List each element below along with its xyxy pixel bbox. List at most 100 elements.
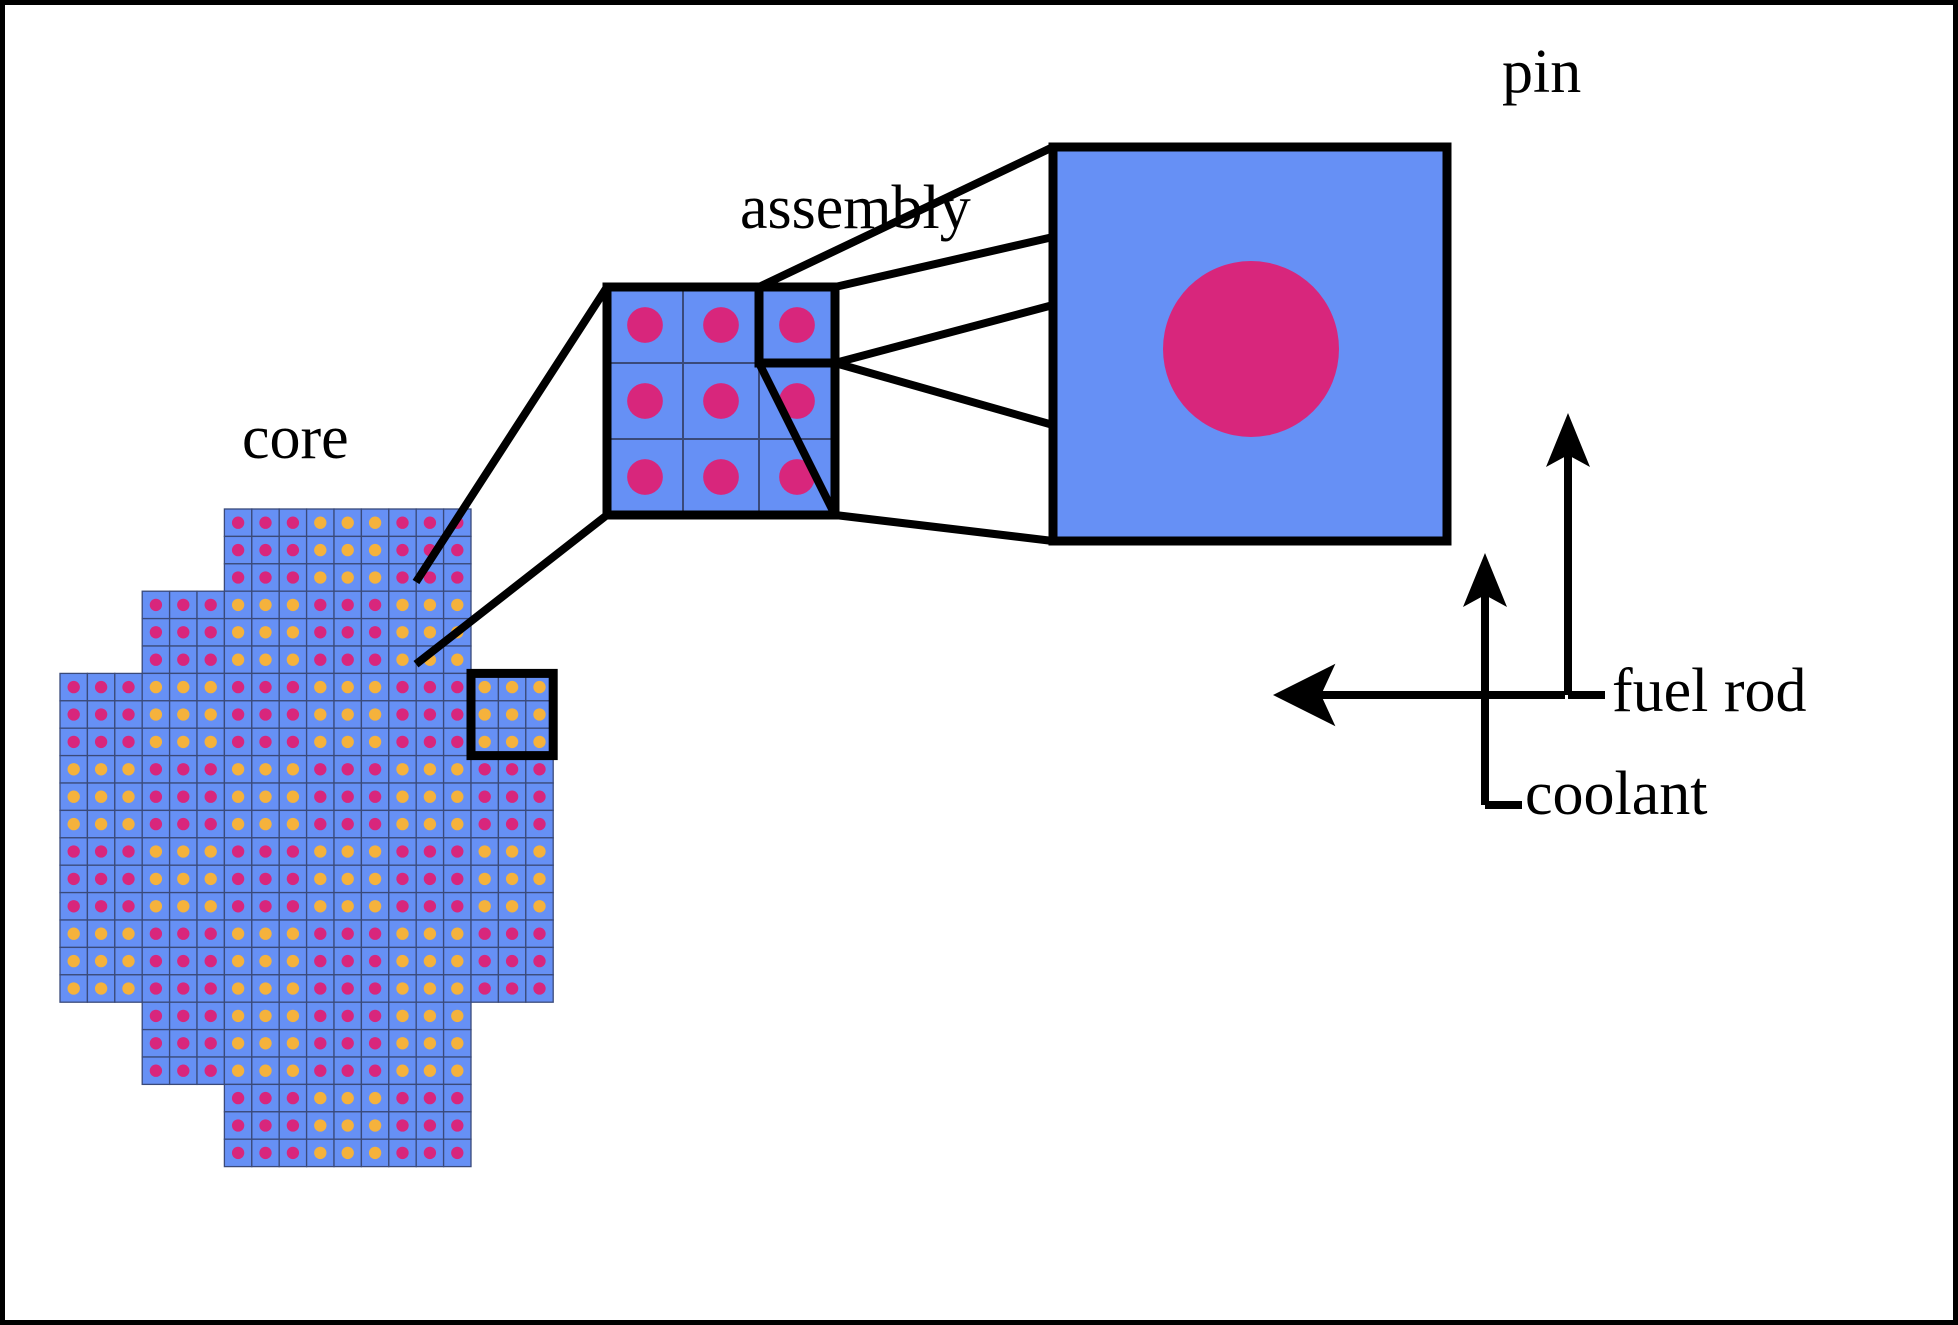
core-fuel-rod-dot xyxy=(94,735,108,749)
core-fuel-rod-dot xyxy=(177,845,190,858)
core-fuel-rod-dot xyxy=(286,543,300,557)
core-fuel-rod-dot xyxy=(423,708,437,721)
core-fuel-rod-dot xyxy=(231,982,245,995)
core-pin-cell xyxy=(114,891,143,921)
core-fuel-rod-dot xyxy=(368,845,382,858)
assembly-fuel-rod-dot xyxy=(627,459,663,495)
core-fuel-rod-dot xyxy=(505,954,519,968)
core-fuel-rod-dot xyxy=(231,763,245,776)
assembly-fuel-rod-dot xyxy=(703,459,739,495)
core-fuel-rod-dot xyxy=(451,1064,464,1077)
core-fuel-rod-dot xyxy=(231,790,245,803)
core-fuel-rod-dot xyxy=(341,1146,354,1160)
core-fuel-rod-dot xyxy=(149,872,163,886)
core-fuel-rod-dot xyxy=(451,927,464,940)
core-fuel-rod-dot xyxy=(341,817,354,831)
core-fuel-rod-dot xyxy=(149,790,163,803)
core-fuel-rod-dot xyxy=(94,845,108,858)
core-fuel-rod-dot xyxy=(177,790,190,803)
core-fuel-rod-dot xyxy=(505,845,519,858)
core-fuel-rod-dot xyxy=(533,735,546,749)
assembly-highlighted-pin-box[interactable] xyxy=(754,282,840,368)
core-fuel-rod-dot xyxy=(533,680,546,694)
core-fuel-rod-dot xyxy=(368,571,382,584)
core-fuel-rod-dot xyxy=(259,516,272,529)
core-fuel-rod-dot xyxy=(314,1037,327,1050)
core-fuel-rod-dot xyxy=(341,598,354,612)
core-fuel-rod-dot xyxy=(149,1064,163,1077)
coolant-leader-line xyxy=(1481,575,1522,809)
core-fuel-rod-dot xyxy=(259,1091,272,1105)
core-fuel-rod-dot xyxy=(286,763,300,776)
core-fuel-rod-dot xyxy=(341,1064,354,1077)
core-fuel-rod-dot xyxy=(94,872,108,886)
core-fuel-rod-dot xyxy=(231,817,245,831)
core-fuel-rod-dot xyxy=(451,680,464,694)
core-fuel-rod-dot xyxy=(478,954,491,968)
core-fuel-rod-dot xyxy=(314,1119,327,1132)
core-fuel-rod-dot xyxy=(286,653,300,666)
core-fuel-rod-dot xyxy=(204,680,217,694)
core-fuel-rod-dot xyxy=(204,817,217,831)
core-fuel-rod-dot xyxy=(505,927,519,940)
core-fuel-rod-dot xyxy=(533,900,546,913)
core-fuel-rod-dot xyxy=(341,571,354,584)
core-fuel-rod-dot xyxy=(451,1146,464,1160)
core-fuel-rod-dot xyxy=(368,790,382,803)
core-fuel-rod-dot xyxy=(451,1091,464,1105)
core-fuel-rod-dot xyxy=(451,763,464,776)
core-fuel-rod-dot xyxy=(231,598,245,612)
core-fuel-rod-dot xyxy=(396,653,409,666)
core-fuel-rod-dot xyxy=(259,1064,272,1077)
core-fuel-rod-dot xyxy=(94,982,108,995)
core-fuel-rod-dot xyxy=(259,927,272,940)
core-fuel-rod-dot xyxy=(286,598,300,612)
core-fuel-rod-dot xyxy=(451,708,464,721)
core-fuel-rod-dot xyxy=(122,872,135,886)
core-pin-cell xyxy=(251,727,280,757)
core-fuel-rod-dot xyxy=(533,872,546,886)
core-fuel-rod-dot xyxy=(341,790,354,803)
core-fuel-rod-dot xyxy=(314,653,327,666)
core-fuel-rod-dot xyxy=(423,571,437,584)
core-fuel-rod-dot xyxy=(286,680,300,694)
core-fuel-rod-dot xyxy=(122,817,135,831)
core-fuel-rod-dot xyxy=(177,653,190,666)
core-pin-cell xyxy=(141,946,171,976)
assembly-fuel-rod-dot xyxy=(779,383,815,419)
core-fuel-rod-dot xyxy=(204,626,217,639)
core-fuel-rod-dot xyxy=(396,516,409,529)
core-fuel-rod-dot xyxy=(423,845,437,858)
core-fuel-rod-dot xyxy=(396,1119,409,1132)
core-fuel-rod-dot xyxy=(177,1009,190,1023)
core-fuel-rod-dot xyxy=(204,1037,217,1050)
core-highlighted-assembly-box[interactable] xyxy=(466,668,558,761)
core-fuel-rod-dot xyxy=(368,516,382,529)
core-fuel-rod-dot xyxy=(149,680,163,694)
core-fuel-rod-dot xyxy=(177,817,190,831)
core-fuel-rod-dot xyxy=(423,1064,437,1077)
core-fuel-rod-dot xyxy=(451,735,464,749)
connector-assembly-to-pin xyxy=(755,143,1055,545)
core-fuel-rod-dot xyxy=(341,954,354,968)
core-fuel-rod-dot xyxy=(423,790,437,803)
core-fuel-rod-dot xyxy=(122,900,135,913)
core-pin-cell xyxy=(333,1138,363,1168)
core-fuel-rod-dot xyxy=(177,927,190,940)
core-fuel-rod-dot xyxy=(368,598,382,612)
core-fuel-rod-dot xyxy=(341,1119,354,1132)
core-fuel-rod-dot xyxy=(368,763,382,776)
core-fuel-rod-dot xyxy=(231,872,245,886)
core-fuel-rod-dot xyxy=(396,1146,409,1160)
core-fuel-rod-dot xyxy=(423,982,437,995)
core-fuel-rod-dot xyxy=(314,626,327,639)
core-fuel-rod-dot xyxy=(231,1009,245,1023)
core-fuel-rod-dot xyxy=(314,735,327,749)
core-fuel-rod-dot xyxy=(341,927,354,940)
core-fuel-rod-dot xyxy=(286,982,300,995)
core-fuel-rod-dot xyxy=(505,817,519,831)
pin-fuel-rod-circle xyxy=(1163,261,1339,437)
core-fuel-rod-dot xyxy=(231,708,245,721)
core-fuel-rod-dot xyxy=(423,927,437,940)
core-fuel-rod-dot xyxy=(451,817,464,831)
